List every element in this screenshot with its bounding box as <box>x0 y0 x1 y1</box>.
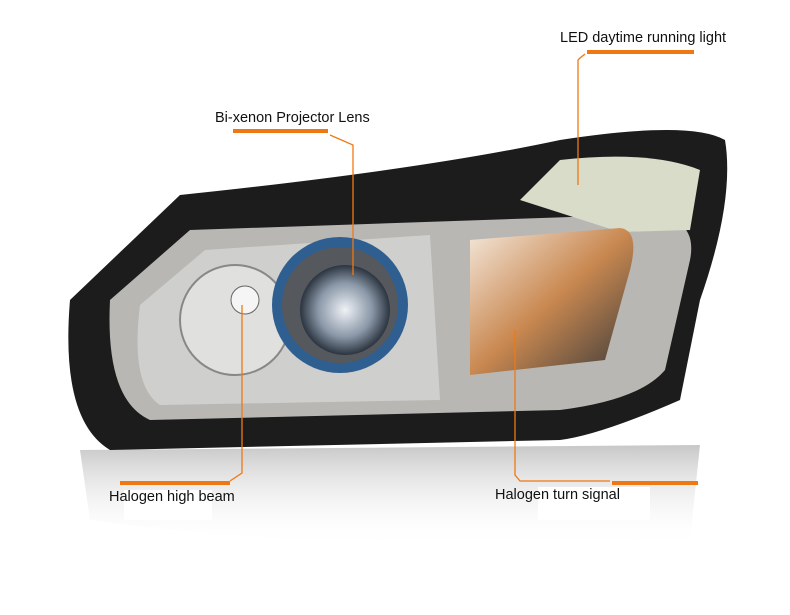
label-underlines <box>120 50 698 485</box>
drl-strip <box>520 156 700 232</box>
label-led-drl: LED daytime running light <box>560 30 727 46</box>
label-projector-lens: Bi-xenon Projector Lens <box>215 110 370 126</box>
leader-lines <box>229 53 610 482</box>
label-high-beam: Halogen high beam <box>109 489 235 505</box>
projector-lens <box>300 265 390 355</box>
high-beam-reflector <box>179 264 291 376</box>
turn-signal-lens <box>470 228 634 375</box>
label-turn-signal: Halogen turn signal <box>495 487 620 503</box>
reflection <box>80 445 700 547</box>
